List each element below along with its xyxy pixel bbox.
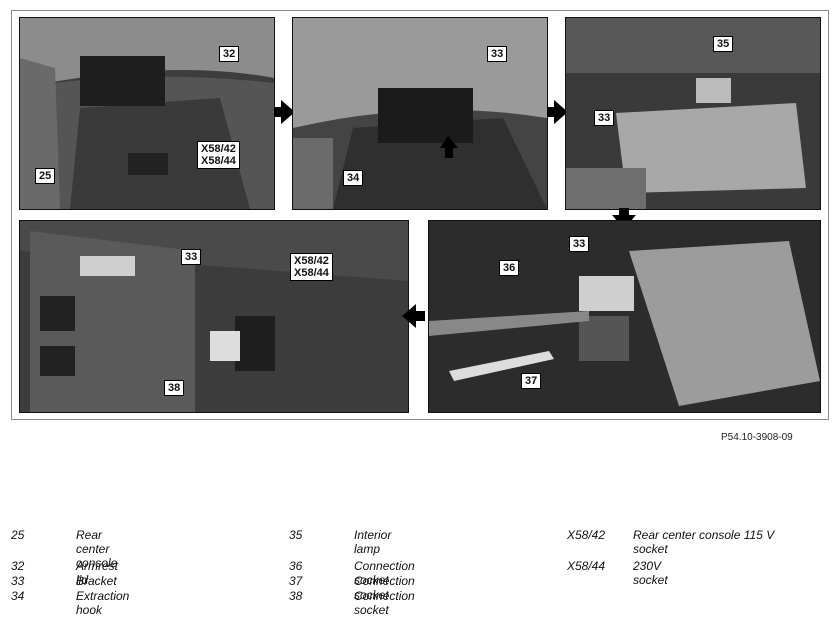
photo-bracket-removal-image bbox=[293, 18, 547, 209]
callout-25-p1: 25 bbox=[35, 168, 56, 184]
figure-reference: P54.10-3908-09 bbox=[721, 432, 793, 443]
legend-code: 33 bbox=[11, 574, 25, 588]
legend-code: 25 bbox=[11, 528, 25, 542]
callout-33-p3: 33 bbox=[594, 110, 615, 126]
legend-code: X58/42 bbox=[567, 528, 606, 542]
legend-code: 37 bbox=[289, 574, 303, 588]
photo-bracket-sockets bbox=[428, 220, 821, 413]
callout-36-p5: 36 bbox=[499, 260, 520, 276]
legend-desc: Connection socket bbox=[354, 589, 415, 617]
callout-x58-p4: X58/42 X58/44 bbox=[290, 253, 333, 281]
legend-desc: Interior lamp bbox=[354, 528, 392, 556]
legend-desc: Rear center console bbox=[76, 528, 118, 570]
legend-code: 34 bbox=[11, 589, 25, 603]
callout-32-p1: 32 bbox=[219, 46, 240, 62]
callout-33-p4: 33 bbox=[181, 249, 202, 265]
callout-37-p5: 37 bbox=[521, 373, 542, 389]
callout-38-p4: 38 bbox=[164, 380, 185, 396]
callout-x58-42-p1: X58/42 X58/44 bbox=[201, 143, 236, 167]
callout-35-p3: 35 bbox=[713, 36, 734, 52]
legend-desc: Connection socket bbox=[354, 559, 415, 587]
legend-code: 35 bbox=[289, 528, 303, 542]
legend-code: 32 bbox=[11, 559, 25, 573]
legend-desc: Armrest lid bbox=[76, 559, 118, 587]
legend-code: X58/44 bbox=[567, 559, 606, 573]
photo-sockets-installed-image bbox=[20, 221, 408, 412]
callout-34-p2: 34 bbox=[343, 170, 364, 186]
photo-sockets-installed bbox=[19, 220, 409, 413]
legend-desc: Bracket bbox=[76, 574, 117, 588]
legend-desc: 230V socket bbox=[633, 559, 668, 587]
legend-code: 38 bbox=[289, 589, 303, 603]
callout-33-p2: 33 bbox=[487, 46, 508, 62]
callout-x58-42-p4: X58/42 X58/44 bbox=[294, 255, 329, 279]
callout-x58-p1: X58/42 X58/44 bbox=[197, 141, 240, 169]
legend-desc: Rear center console 115 V socket bbox=[633, 528, 775, 556]
callout-33-p5: 33 bbox=[569, 236, 590, 252]
legend-desc: Extraction hook bbox=[76, 589, 130, 617]
photo-bracket-sockets-image bbox=[429, 221, 820, 412]
photo-bracket-removal bbox=[292, 17, 548, 210]
legend-desc: Connection socket bbox=[354, 574, 415, 602]
legend-code: 36 bbox=[289, 559, 303, 573]
